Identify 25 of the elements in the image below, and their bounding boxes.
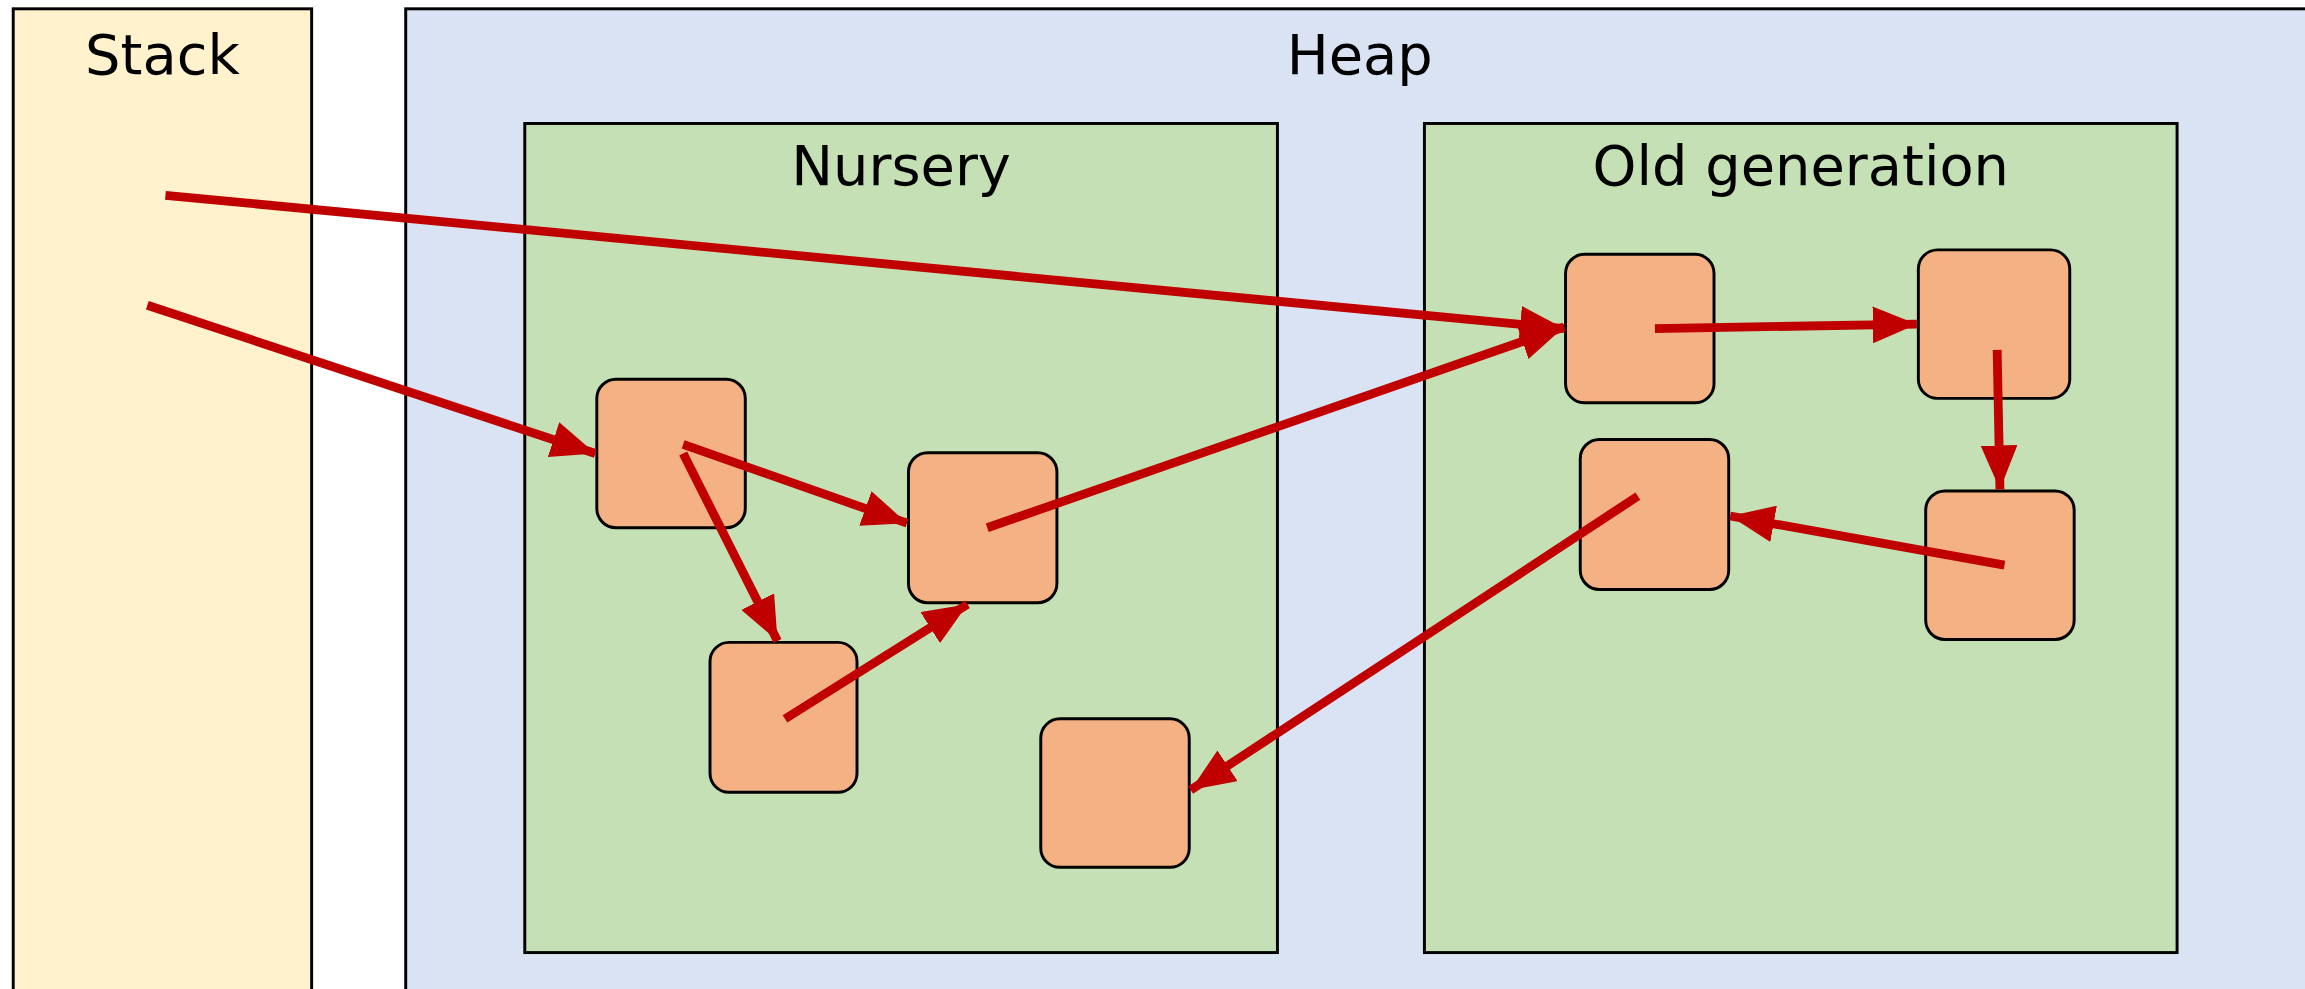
region-title: Heap	[1286, 22, 1433, 87]
reference-arrow	[1980, 349, 2018, 490]
reference-arrow	[681, 440, 909, 528]
reference-arrow	[146, 301, 597, 458]
object-box	[595, 377, 747, 530]
object-box	[1916, 248, 2072, 400]
heap-region	[404, 7, 2305, 989]
region-title: Old generation	[1592, 133, 2009, 199]
reference-arrow	[782, 600, 970, 723]
reference-arrow	[1654, 306, 1917, 344]
stack-region	[11, 7, 314, 989]
region-title: Nursery	[791, 133, 1011, 199]
reference-arrow	[985, 322, 1566, 532]
old-generation-region	[1422, 122, 2179, 955]
reference-arrow	[1188, 492, 1641, 794]
reference-arrow	[679, 451, 782, 643]
object-box	[1564, 252, 1716, 405]
object-box	[1924, 489, 2076, 641]
reference-arrow	[1729, 505, 2006, 570]
object-box	[907, 451, 1059, 605]
object-box	[1578, 438, 1731, 591]
region-title: Stack	[85, 22, 240, 87]
object-box	[708, 640, 859, 794]
nursery-region	[523, 122, 1279, 955]
object-box	[1039, 717, 1191, 869]
